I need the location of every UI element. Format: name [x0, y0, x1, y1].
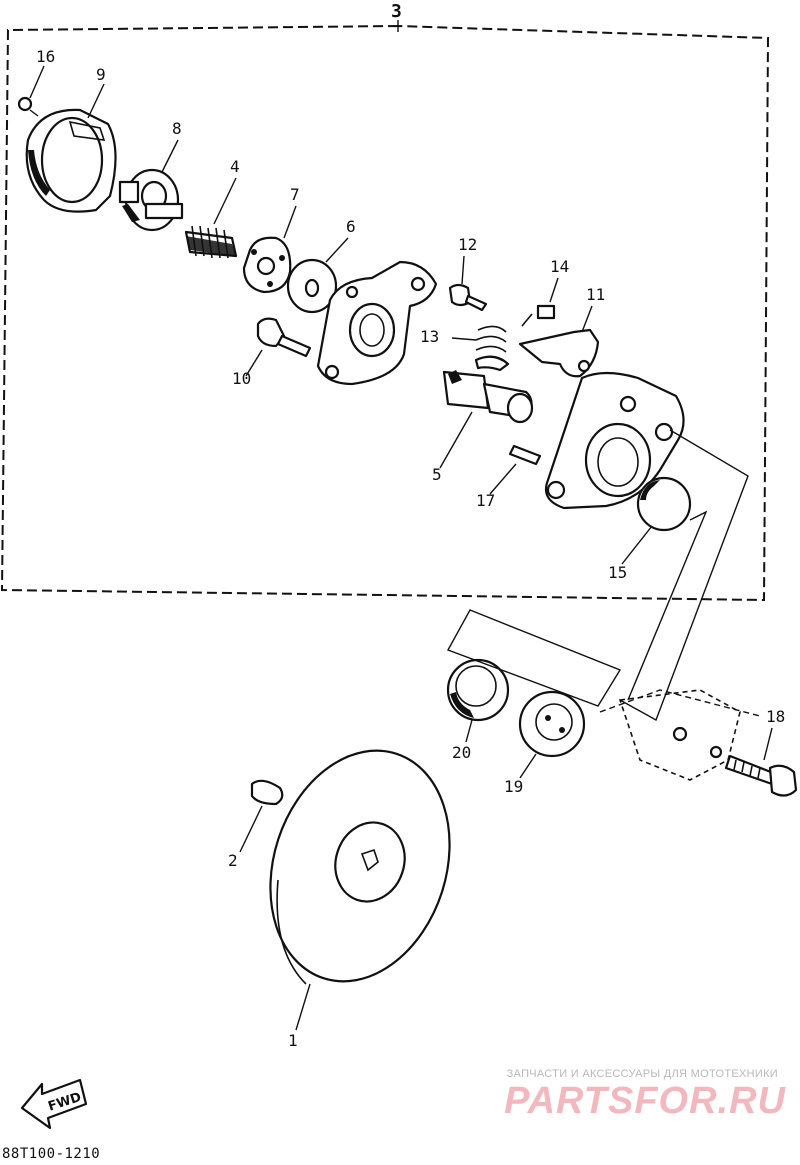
fwd-arrow-icon: FWD — [20, 1078, 88, 1130]
callout-19: 19 — [504, 777, 523, 796]
callout-6: 6 — [346, 217, 356, 236]
part-16-screw — [17, 96, 39, 117]
callout-17: 17 — [476, 491, 495, 510]
main-housing — [544, 371, 749, 722]
callout-14: 14 — [550, 257, 569, 276]
watermark-caption: ЗАПЧАСТИ И АКСЕССУАРЫ ДЛЯ МОТОТЕХНИКИ — [506, 1068, 778, 1080]
part-18-bolt — [724, 754, 798, 797]
part-1-disc — [269, 749, 451, 985]
engine-case-fragment — [618, 689, 741, 781]
part-17-pin — [508, 444, 542, 466]
part-9-cover — [25, 108, 117, 213]
callout-15: 15 — [608, 563, 627, 582]
callout-13: 13 — [420, 327, 439, 346]
part-13-spring — [474, 325, 510, 372]
callout-4: 4 — [230, 157, 240, 176]
callout-5: 5 — [432, 465, 442, 484]
reference-code: 88T100-1210 — [2, 1146, 101, 1162]
callout-11: 11 — [586, 285, 605, 304]
callout-12: 12 — [458, 235, 477, 254]
part-20-plug — [446, 658, 510, 722]
part-19-seal — [518, 690, 586, 758]
callout-10: 10 — [232, 369, 251, 388]
callout-16: 16 — [36, 47, 55, 66]
callout-20: 20 — [452, 743, 471, 762]
part-8-shaft-flange — [118, 168, 184, 232]
part-14-pin — [521, 304, 556, 327]
part-7-plate — [242, 236, 292, 294]
part-11-lever — [518, 328, 600, 378]
callout-1: 1 — [288, 1031, 298, 1050]
callout-8: 8 — [172, 119, 182, 138]
assembly-callout: 3 — [391, 1, 402, 22]
part-6-washer — [286, 258, 338, 314]
callout-18: 18 — [766, 707, 785, 726]
watermark-logo: PARTSFOR.RU — [504, 1080, 786, 1122]
part-2-key — [250, 779, 284, 806]
callout-9: 9 — [96, 65, 106, 84]
part-10-bolt — [256, 317, 312, 358]
part-4-spring — [184, 225, 238, 259]
callout-2: 2 — [228, 851, 238, 870]
part-5-valve-shaft — [442, 370, 534, 424]
part-12-bolt — [448, 283, 488, 312]
part-15-cap — [636, 476, 692, 532]
callout-7: 7 — [290, 185, 300, 204]
pump-housing — [316, 260, 438, 386]
